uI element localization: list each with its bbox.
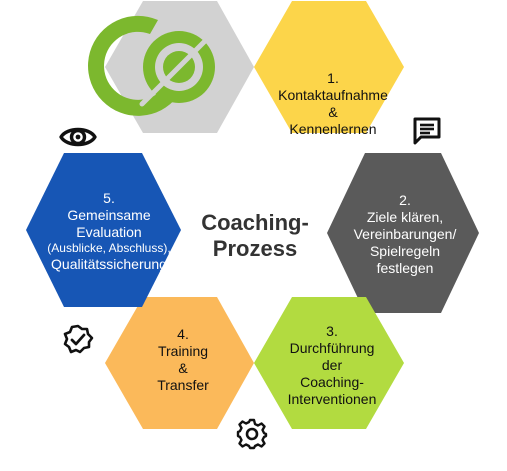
step-2-label: 2. Ziele klären, Vereinbarungen/ Spielre… xyxy=(330,185,480,283)
chat-icon xyxy=(413,117,441,145)
gear-icon xyxy=(236,418,268,450)
coaching-logo-icon xyxy=(88,15,219,116)
step-1-line-2: & xyxy=(328,104,338,120)
step-2-line-2: Vereinbarungen/ xyxy=(353,225,457,242)
step-1-number: 1. xyxy=(327,70,339,86)
step-4-line-3: Transfer xyxy=(157,377,209,393)
eye-icon xyxy=(59,127,97,147)
step-2-line-1: Ziele klären, xyxy=(366,208,444,225)
step-5-label: 5. Gemeinsame Evaluation (Ausblicke, Abs… xyxy=(20,181,198,281)
step-2-line-4: festlegen xyxy=(376,259,434,276)
step-2-hexagon xyxy=(327,153,479,313)
step-5-number: 5. xyxy=(103,189,115,206)
step-4-number: 4. xyxy=(177,326,189,342)
step-3-line-1: Durchführung xyxy=(289,339,375,356)
step-4-line-1: Training xyxy=(157,343,209,359)
center-title: Coaching- Prozess xyxy=(170,210,340,270)
step-3-line-2: der xyxy=(321,356,343,373)
badge-check-icon xyxy=(63,324,94,354)
step-2-line-3: Spielregeln xyxy=(369,242,441,259)
step-1-line-1: Kontaktaufnahme xyxy=(278,87,388,103)
step-2-number: 2. xyxy=(399,191,411,208)
center-title-line-2: Prozess xyxy=(212,236,298,261)
step-5-line-1: Gemeinsame xyxy=(67,206,151,223)
step-5-line-2: Evaluation xyxy=(76,223,142,240)
step-3-hexagon xyxy=(254,297,404,429)
step-3-line-3: Coaching- xyxy=(300,373,364,390)
step-1-line-3: Kennenlernen xyxy=(289,121,377,137)
step-1-label: 1. Kontaktaufnahme & Kennenlernen xyxy=(258,62,408,146)
step-5-line-4: Qualitätssicherung xyxy=(51,255,167,272)
step-5-hexagon xyxy=(26,153,181,307)
step-3-number: 3. xyxy=(326,322,338,339)
step-4-line-2: & xyxy=(178,360,188,376)
step-5-line-3: (Ausblicke, Abschluss), xyxy=(47,240,171,255)
center-title-line-1: Coaching- xyxy=(201,210,309,235)
step-4-hexagon xyxy=(105,297,254,429)
step-4-label: 4. Training & Transfer xyxy=(108,320,258,400)
step-3-label: 3. Durchführung der Coaching- Interventi… xyxy=(254,317,410,413)
step-3-line-4: Interventionen xyxy=(287,390,377,407)
step-1-hexagon xyxy=(254,1,404,133)
